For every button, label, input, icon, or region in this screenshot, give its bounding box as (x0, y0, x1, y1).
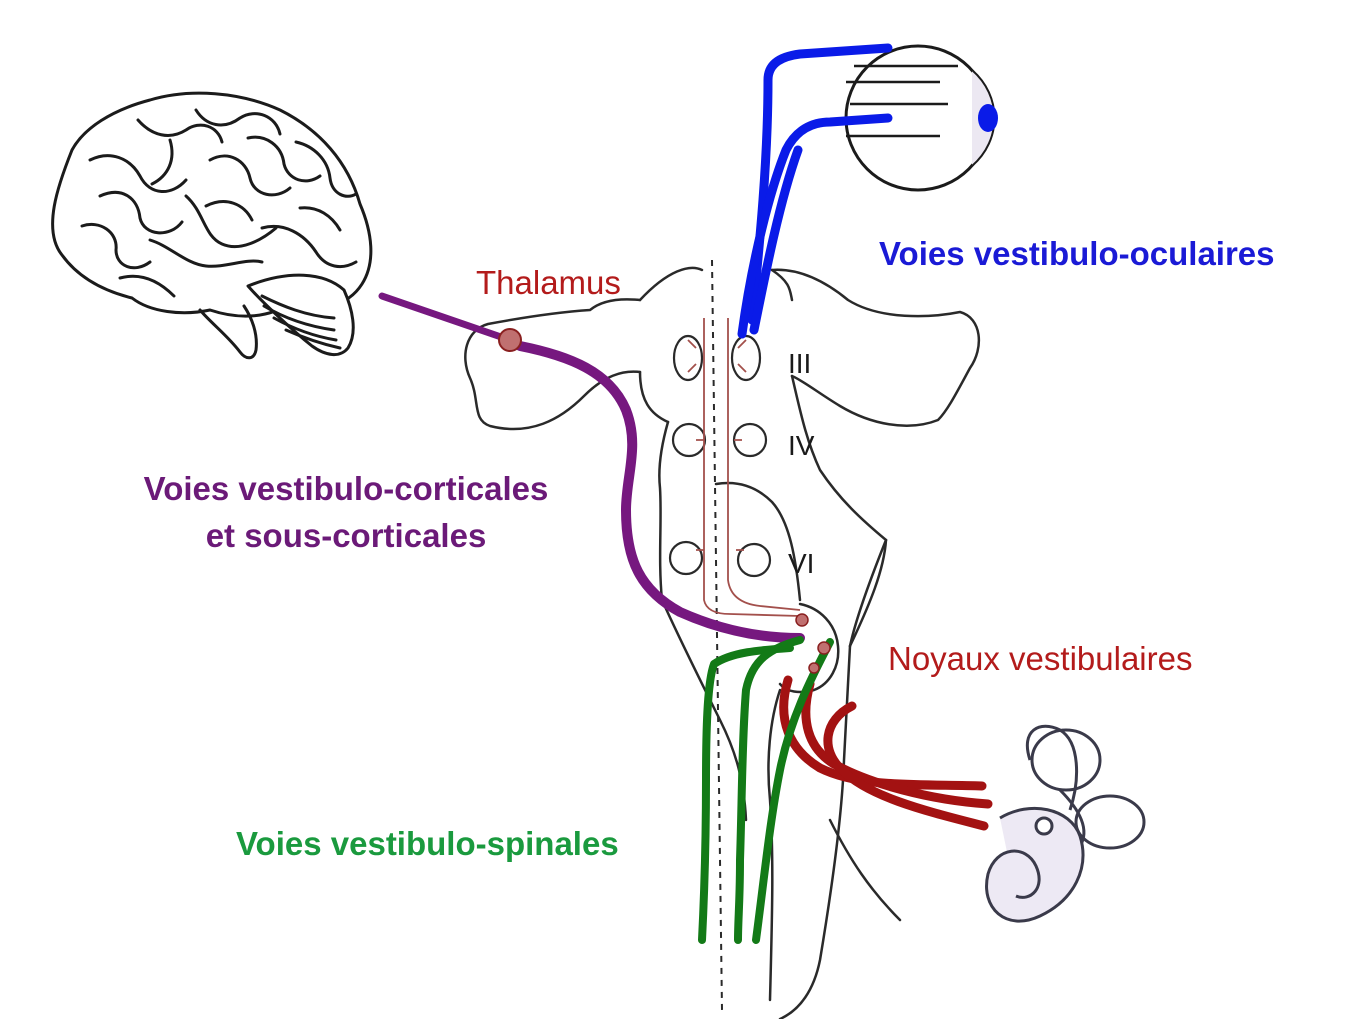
oculomotor-nuclei (668, 334, 772, 578)
vestibular-nerve (779, 675, 993, 831)
brainstem-outline (464, 266, 981, 1019)
label-vestibulo-spinales: Voies vestibulo-spinales (236, 825, 619, 862)
vestibulo-spinale-tract (698, 636, 834, 944)
vestibular-nuclei (795, 613, 831, 674)
label-nerve-iii: III (788, 348, 812, 379)
eye-icon (844, 44, 998, 192)
label-vestibulo-corticales-line1: Voies vestibulo-corticales (143, 470, 549, 507)
label-vestibulo-oculaires: Voies vestibulo-oculaires (879, 235, 1275, 272)
label-thalamus: Thalamus (476, 264, 621, 301)
vestibulo-oculaire-tract (737, 43, 893, 339)
inner-ear-icon (985, 724, 1146, 923)
thalamus-nucleus (498, 328, 522, 352)
midline (711, 259, 723, 1011)
label-noyaux-vestibulaires: Noyaux vestibulaires (888, 640, 1193, 677)
label-vestibulo-corticales-line2: et sous-corticales (205, 517, 487, 554)
mlf-tracts (687, 318, 801, 617)
brain-icon (51, 91, 373, 360)
label-nerve-iv: IV (788, 430, 815, 461)
vestibulo-corticale-tract (378, 292, 805, 643)
label-nerve-vi: VI (788, 548, 815, 579)
